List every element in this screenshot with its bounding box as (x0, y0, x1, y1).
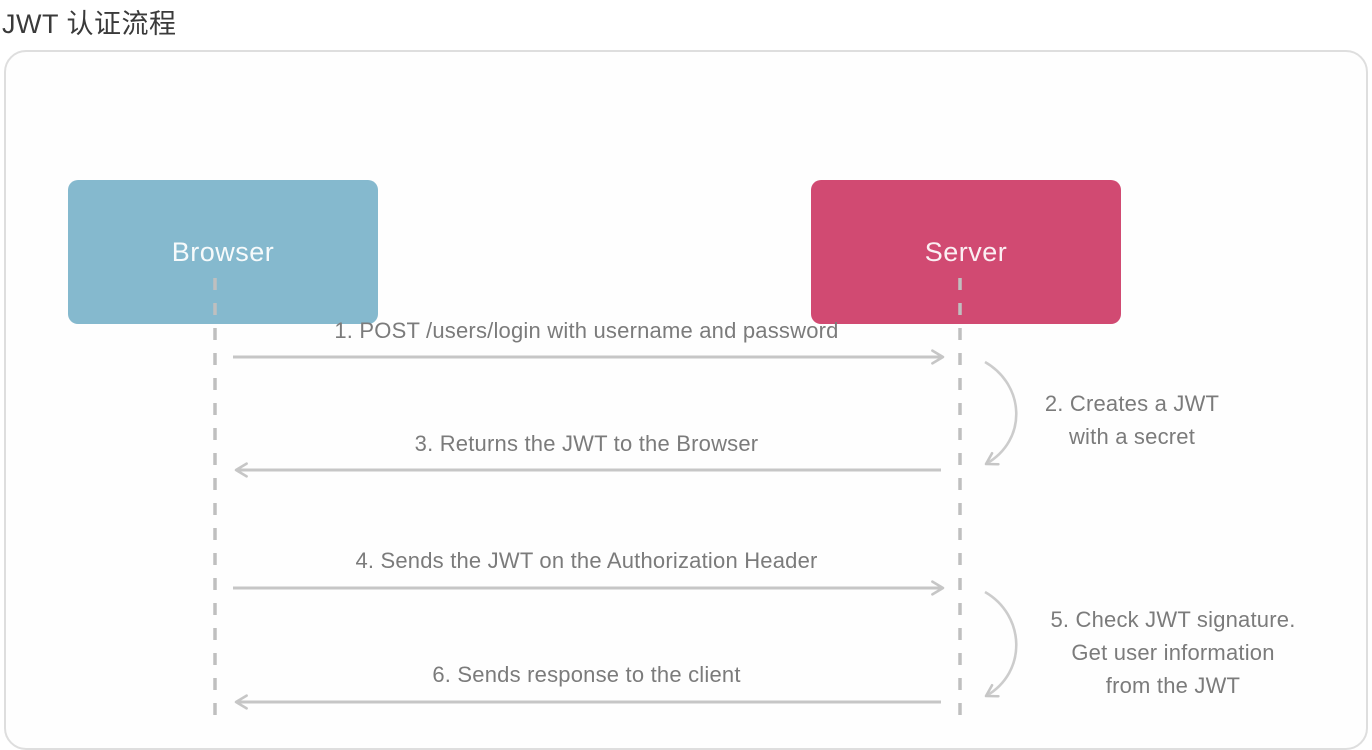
actor-server-label: Server (924, 236, 1008, 267)
message-label-2: 2. Creates a JWT with a secret (1044, 391, 1220, 449)
actor-browser: Browser (68, 180, 378, 324)
message-label-1: 1. POST /users/login with username and p… (334, 318, 839, 343)
actor-browser-label: Browser (171, 236, 275, 267)
actor-server: Server (811, 180, 1121, 324)
message-label-4: 4. Sends the JWT on the Authorization He… (355, 548, 818, 573)
message-label-5: 5. Check JWT signature. Get user informa… (1050, 607, 1296, 698)
page-title: JWT 认证流程 (2, 9, 177, 39)
message-label-6: 6. Sends response to the client (432, 662, 741, 687)
diagram-panel: Browser Server (4, 50, 1368, 750)
message-label-3: 3. Returns the JWT to the Browser (414, 431, 759, 456)
